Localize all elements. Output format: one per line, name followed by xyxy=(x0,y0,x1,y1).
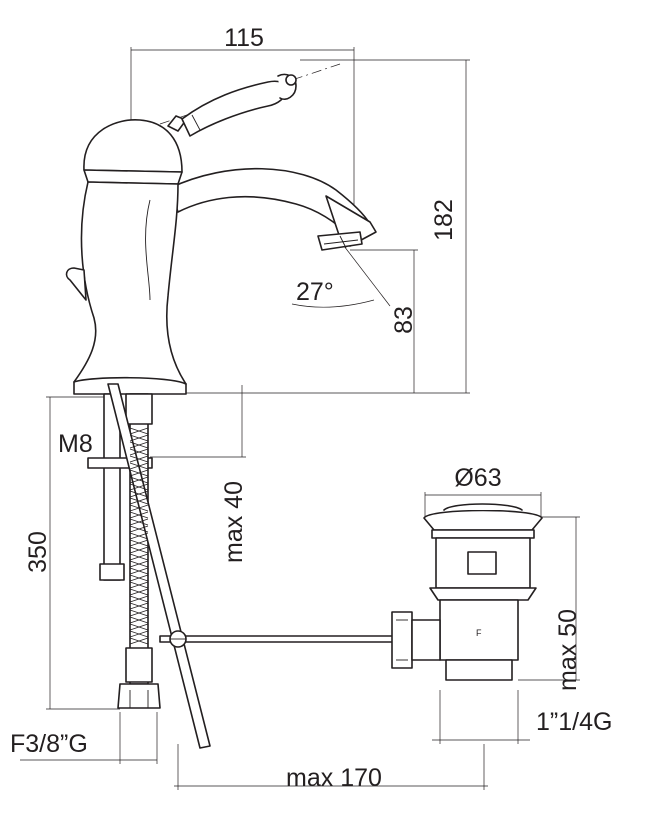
dim-max-50: max 50 xyxy=(554,609,582,691)
lever-handle xyxy=(167,73,297,137)
dim-hose-thread: F3/8”G xyxy=(10,730,88,758)
dim-350: 350 xyxy=(24,531,52,573)
dim-waste-thread: 1”1/4G xyxy=(536,708,612,736)
hose-hatch xyxy=(129,427,149,645)
popup-waste xyxy=(391,503,543,681)
dim-max-40: max 40 xyxy=(220,481,248,563)
dim-115: 115 xyxy=(224,24,264,52)
dim-angle-27: 27° xyxy=(296,278,334,306)
waste-mark-f: F xyxy=(476,628,482,638)
faucet-body xyxy=(65,119,377,395)
dim-m8: M8 xyxy=(58,430,93,458)
dim-diameter-63: Ø63 xyxy=(454,464,501,492)
dim-182: 182 xyxy=(430,199,458,241)
dim-83: 83 xyxy=(390,306,418,334)
dim-max-170: max 170 xyxy=(286,764,382,792)
dimension-lines xyxy=(20,47,580,790)
